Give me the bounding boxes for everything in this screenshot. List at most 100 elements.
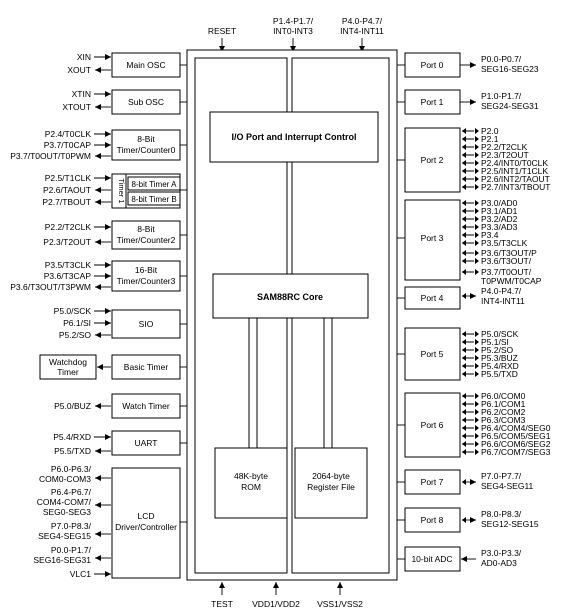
- watch-timer-block: [111, 393, 181, 419]
- port7-pin: P7.0-P7.7/: [481, 471, 522, 481]
- timer-b-label: 8-bit Timer B: [131, 195, 176, 204]
- p1-top-label: P1.4-P1.7/: [273, 16, 314, 26]
- port5-pin: P5.2/SO: [481, 345, 514, 355]
- regfile-block: [294, 447, 368, 519]
- port5-pin: P5.5/TXD: [481, 369, 518, 379]
- regfile-label: 2064-byte: [312, 471, 350, 481]
- port3-label: Port 3: [421, 233, 444, 243]
- port6-pin: P6.3/COM3: [481, 415, 526, 425]
- vdd-label: VDD1/VDD2: [252, 599, 300, 609]
- port3-pin: P3.6/T3OUT/P: [481, 248, 537, 258]
- watchdog-label-2: Timer: [57, 367, 79, 377]
- test-label: TEST: [211, 599, 233, 609]
- port3-pin: T0PWM/T0CAP: [481, 276, 542, 286]
- tbout-pin: P2.7/TBOUT: [42, 197, 91, 207]
- adc-pin-2: AD0-AD3: [481, 558, 517, 568]
- rom-label: 48K-byte: [234, 471, 268, 481]
- lcd-com4-pin: P6.4-P6.7/: [51, 487, 92, 497]
- lcd-seg4-pin: P7.0-P8.3/: [51, 521, 92, 531]
- sio-block: [111, 309, 181, 339]
- t2out-pin: P2.3/T2OUT: [43, 237, 91, 247]
- core-label: SAM88RC Core: [257, 292, 323, 302]
- lcd-com0-pin: P6.0-P6.3/: [51, 464, 92, 474]
- port2-pin: P2.5/INT1/T1CLK: [481, 166, 548, 176]
- lcd-block: [111, 467, 181, 579]
- port5-pin-list: P5.0/SCK P5.1/SI P5.2/SO P5.3/BUZ P5.4/R…: [481, 329, 519, 379]
- port1-block: [404, 89, 461, 115]
- timer3-label-2: Timer/Counter3: [117, 276, 176, 286]
- timer1-group-label: Timer 1: [117, 178, 126, 203]
- lcd-seg16-pin: P0.0-P1.7/: [51, 545, 92, 555]
- lcd-seg16-pin-2: SEG16-SEG31: [33, 555, 91, 565]
- rom-block: [214, 447, 288, 519]
- sio-label: SIO: [139, 319, 154, 329]
- port2-pin: P2.0: [481, 126, 499, 136]
- basic-timer-label: Basic Timer: [124, 362, 169, 372]
- port5-pin: P5.1/SI: [481, 337, 509, 347]
- p4-top-label: P4.0-P4.7/: [342, 16, 383, 26]
- port6-pin: P6.2/COM2: [481, 407, 526, 417]
- uart-block: [111, 430, 181, 456]
- p4-top-label-2: INT4-INT11: [340, 26, 384, 36]
- port7-label: Port 7: [421, 477, 444, 487]
- core-block: [212, 273, 369, 319]
- port2-block: [404, 127, 461, 193]
- core-rom-link: [248, 317, 258, 449]
- port3-pin-list: P3.0/AD0 P3.1/AD1 P3.2/AD2 P3.3/AD3 P3.4…: [481, 198, 542, 286]
- port0-label: Port 0: [421, 60, 444, 70]
- port6-block: [404, 392, 461, 458]
- timer0-label: 8-Bit: [137, 134, 155, 144]
- port5-pin: P5.0/SCK: [481, 329, 519, 339]
- port3-pin: P3.6/T3OUT/: [481, 256, 532, 266]
- t0clk-pin: P2.4/T0CLK: [45, 129, 92, 139]
- main-osc-label: Main OSC: [126, 60, 165, 70]
- lcd-label-2: Driver/Controller: [115, 522, 177, 532]
- timer3-label: 16-Bit: [135, 265, 158, 275]
- t0out-pin: P3.7/T0OUT/T0PWM: [10, 151, 91, 161]
- reset-label: RESET: [208, 26, 236, 36]
- port4-pin-2: INT4-INT11: [481, 296, 525, 306]
- port3-pin: P3.0/AD0: [481, 198, 518, 208]
- buz-pin: P5.0/BUZ: [54, 401, 91, 411]
- timer-a-label: 8-bit Timer A: [132, 180, 178, 189]
- rxd-pin: P5.4/RXD: [53, 432, 91, 442]
- port2-pin: P2.1: [481, 134, 499, 144]
- port3-pin: P3.4: [481, 230, 499, 240]
- port3-pin: P3.5/T3CLK: [481, 238, 528, 248]
- t1clk-pin: P2.5/T1CLK: [45, 173, 92, 183]
- io-control-label: I/O Port and Interrupt Control: [232, 132, 357, 142]
- port1-pin-2: SEG24-SEG31: [481, 101, 539, 111]
- taout-pin: P2.6/TAOUT: [43, 185, 91, 195]
- timer0-label-2: Timer/Counter0: [117, 145, 176, 155]
- port7-block: [404, 469, 461, 495]
- p1-top-label-2: INT0-INT3: [273, 26, 313, 36]
- sub-osc-label: Sub OSC: [128, 97, 164, 107]
- timer2-block: [111, 220, 181, 250]
- port8-pin-2: SEG12-SEG15: [481, 519, 539, 529]
- timer0-block: [111, 129, 181, 161]
- io-control-block: [209, 111, 379, 163]
- timer2-label: 8-Bit: [137, 224, 155, 234]
- txd-pin: P5.5/TXD: [54, 446, 91, 456]
- watch-timer-label: Watch Timer: [122, 401, 170, 411]
- xin-pin: XIN: [77, 52, 91, 62]
- timer-a-block: [127, 176, 181, 191]
- port3-arrows: [462, 200, 479, 275]
- port2-arrows: [462, 128, 479, 190]
- watchdog-label: Watchdog: [49, 357, 87, 367]
- port2-pin: P2.2/T2CLK: [481, 142, 528, 152]
- port5-pin: P5.3/BUZ: [481, 353, 518, 363]
- sck-pin: P5.0/SCK: [54, 306, 92, 316]
- port2-pin: P2.7/INT3/TBOUT: [481, 182, 550, 192]
- port4-label: Port 4: [421, 293, 444, 303]
- regfile-label-2: Register File: [307, 482, 355, 492]
- port3-pin: P3.2/AD2: [481, 214, 518, 224]
- port2-pin: P2.4/INT0/T0CLK: [481, 158, 548, 168]
- port0-pin-2: SEG16-SEG23: [481, 64, 539, 74]
- t3cap-pin: P3.6/T3CAP: [44, 271, 92, 281]
- port6-pin: P6.7/COM7/SEG3: [481, 447, 551, 457]
- so-pin: P5.2/SO: [59, 330, 92, 340]
- core-regfile-link: [323, 317, 333, 449]
- port6-pin-list: P6.0/COM0 P6.1/COM1 P6.2/COM2 P6.3/COM3 …: [481, 391, 551, 457]
- sub-osc-block: [111, 89, 181, 115]
